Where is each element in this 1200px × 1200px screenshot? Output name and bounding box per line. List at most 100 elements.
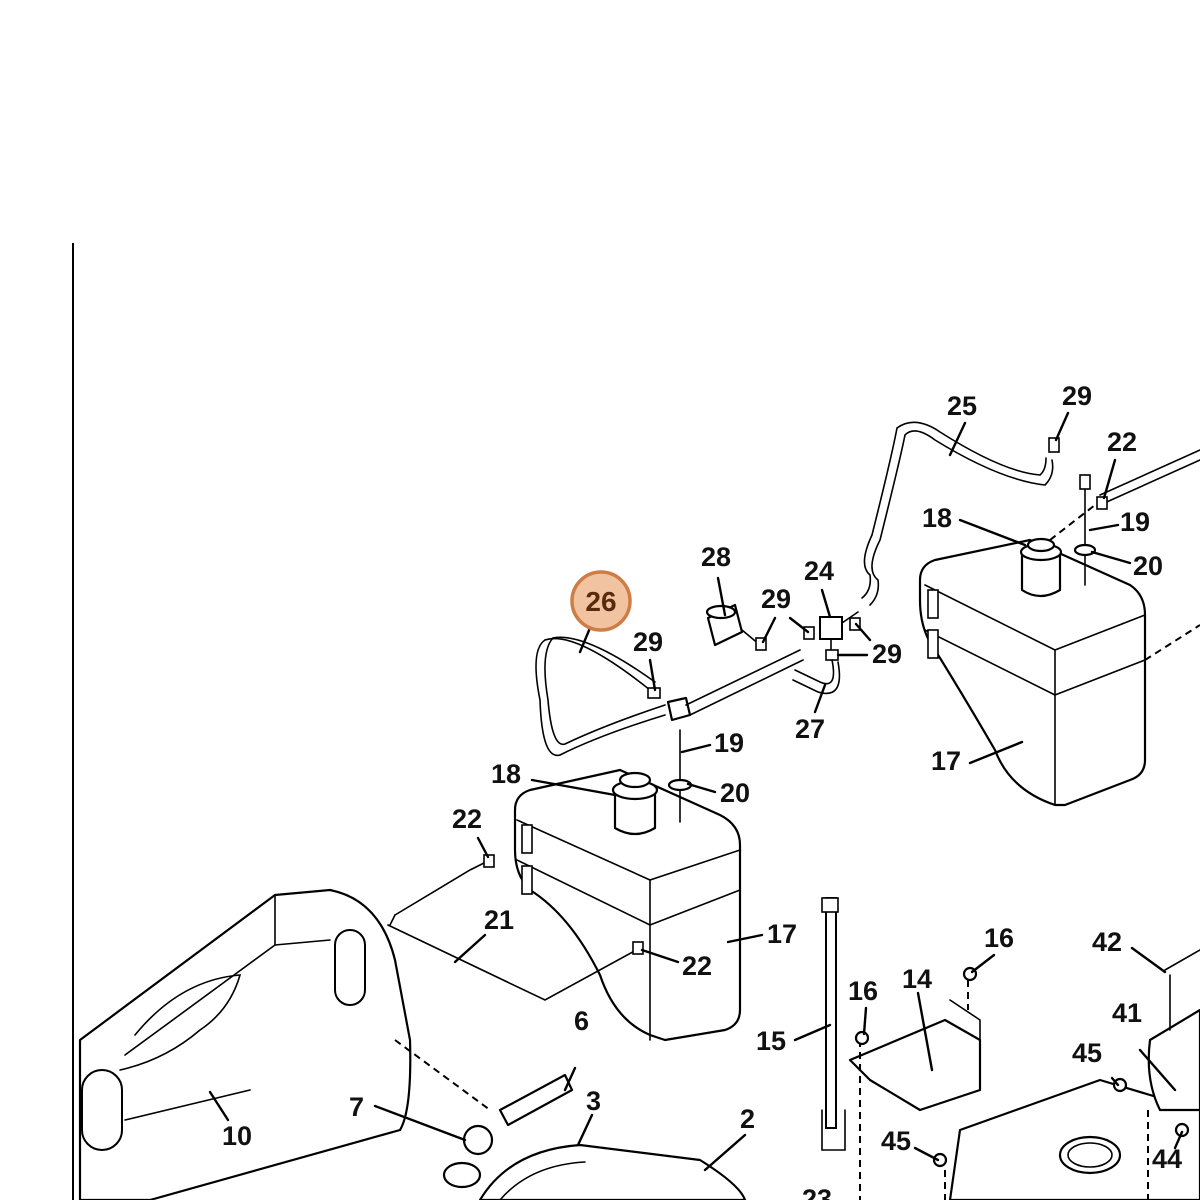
guide-housing xyxy=(394,1039,491,1111)
callout-15[interactable]: 15 xyxy=(756,1026,786,1056)
callout-27[interactable]: 27 xyxy=(795,714,825,744)
callout-22-mid[interactable]: 22 xyxy=(682,951,712,981)
clamp-29-valve-a xyxy=(803,626,815,640)
leader-25 xyxy=(948,421,967,457)
callout-20-left[interactable]: 20 xyxy=(720,778,750,808)
leader-26 xyxy=(578,626,592,654)
clamp-22-mid xyxy=(632,941,644,955)
callout-28[interactable]: 28 xyxy=(701,542,731,572)
fuel-hose-26-d xyxy=(552,636,656,683)
callout-20-right[interactable]: 20 xyxy=(1133,551,1163,581)
fuel-filter xyxy=(705,603,761,647)
fuel-line-right-top xyxy=(1099,459,1200,506)
leader-28 xyxy=(716,576,727,617)
leader-10 xyxy=(208,1090,230,1122)
leader-6 xyxy=(563,1066,577,1092)
engine-housing-10 xyxy=(78,888,412,1200)
fuel-hose-25-b xyxy=(861,421,1047,599)
leader-19-left xyxy=(680,743,712,754)
fuel-line-tee-b xyxy=(689,659,804,716)
leader-14 xyxy=(916,991,934,1072)
callout-18-left[interactable]: 18 xyxy=(491,759,521,789)
blower-housing xyxy=(442,1143,747,1200)
leader-41 xyxy=(1138,1048,1177,1092)
leader-18-left xyxy=(530,778,617,797)
callout-41[interactable]: 41 xyxy=(1112,998,1142,1028)
callout-44[interactable]: 44 xyxy=(1152,1144,1182,1174)
clamp-22-left xyxy=(483,854,495,868)
callout-6[interactable]: 6 xyxy=(574,1006,589,1036)
callout-3[interactable]: 3 xyxy=(586,1086,601,1116)
fuel-hose-27-b xyxy=(792,661,841,695)
fuel-line-right-top-b xyxy=(1099,449,1200,496)
callout-29-a[interactable]: 29 xyxy=(761,584,791,614)
leader-29-left xyxy=(648,658,657,692)
callout-7[interactable]: 7 xyxy=(349,1092,364,1122)
leader-15 xyxy=(793,1023,832,1042)
callout-2[interactable]: 2 xyxy=(740,1104,755,1134)
callout-45-a[interactable]: 45 xyxy=(1072,1038,1102,1068)
callout-29-top[interactable]: 29 xyxy=(1062,381,1092,411)
fuel-hose-26-c xyxy=(544,637,651,691)
leader-21 xyxy=(453,933,487,964)
filler-cap-left xyxy=(611,771,659,836)
fuel-line-21-a xyxy=(394,859,491,916)
guide-right-tank xyxy=(1144,624,1200,661)
callout-45-b[interactable]: 45 xyxy=(881,1126,911,1156)
leader-29-a2 xyxy=(788,616,810,634)
callout-19-right[interactable]: 19 xyxy=(1120,507,1150,537)
clamp-29-valve-c xyxy=(825,649,839,661)
callout-24[interactable]: 24 xyxy=(804,556,834,586)
leader-27 xyxy=(813,683,827,714)
fuel-tank-left xyxy=(513,768,742,1042)
callout-17-left[interactable]: 17 xyxy=(931,746,961,776)
leader-17-left xyxy=(968,740,1024,765)
leader-22-left xyxy=(476,836,490,859)
highlight-26[interactable]: 26 xyxy=(570,570,632,632)
seat-support xyxy=(1147,949,1200,1112)
strap-15 xyxy=(821,897,846,1151)
callout-16-b[interactable]: 16 xyxy=(848,976,878,1006)
callout-22-left[interactable]: 22 xyxy=(452,804,482,834)
leader-44 xyxy=(1173,1130,1184,1150)
fuel-line-21-b xyxy=(387,924,641,1001)
leader-7 xyxy=(373,1104,467,1142)
callout-22-top[interactable]: 22 xyxy=(1107,427,1137,457)
callout-14[interactable]: 14 xyxy=(902,964,932,994)
guide-right-cap xyxy=(1049,504,1096,541)
leader-29-b xyxy=(854,622,872,642)
callout-29-b[interactable]: 29 xyxy=(872,639,902,669)
leader-20-left xyxy=(686,782,717,794)
screw-16-b xyxy=(854,1030,870,1046)
callout-19-left[interactable]: 19 xyxy=(714,728,744,758)
leader-22-mid xyxy=(640,948,680,964)
callout-16-a[interactable]: 16 xyxy=(984,923,1014,953)
callout-17-right[interactable]: 17 xyxy=(767,919,797,949)
tee-fitting xyxy=(666,696,692,722)
leader-3 xyxy=(576,1113,594,1147)
fuel-pickup-right xyxy=(1073,474,1097,586)
fuel-line-tee-a xyxy=(685,649,801,706)
callout-18-right[interactable]: 18 xyxy=(922,503,952,533)
fuel-tank-right xyxy=(918,538,1147,807)
leader-16-a xyxy=(970,953,996,974)
callout-42[interactable]: 42 xyxy=(1092,927,1122,957)
fuel-hose-25-a xyxy=(869,430,1054,606)
leader-20-right xyxy=(1090,550,1132,565)
callout-10[interactable]: 10 xyxy=(222,1121,252,1151)
callout-25[interactable]: 25 xyxy=(947,391,977,421)
leader-19-right xyxy=(1088,523,1120,532)
clamp-right-top xyxy=(1096,496,1108,510)
fuel-hose-26-a xyxy=(535,639,666,757)
fuel-hose-26-b xyxy=(544,637,666,745)
leader-2 xyxy=(703,1133,747,1172)
callout-23[interactable]: 23 xyxy=(802,1184,832,1200)
callout-26[interactable]: 26 xyxy=(585,586,616,617)
highlight-circle xyxy=(570,570,632,632)
callout-29-c[interactable]: 29 xyxy=(633,627,663,657)
callout-21[interactable]: 21 xyxy=(484,905,514,935)
leader-29-a xyxy=(761,616,777,644)
battery-tray xyxy=(948,1078,1200,1200)
clamp-7 xyxy=(462,1124,494,1156)
